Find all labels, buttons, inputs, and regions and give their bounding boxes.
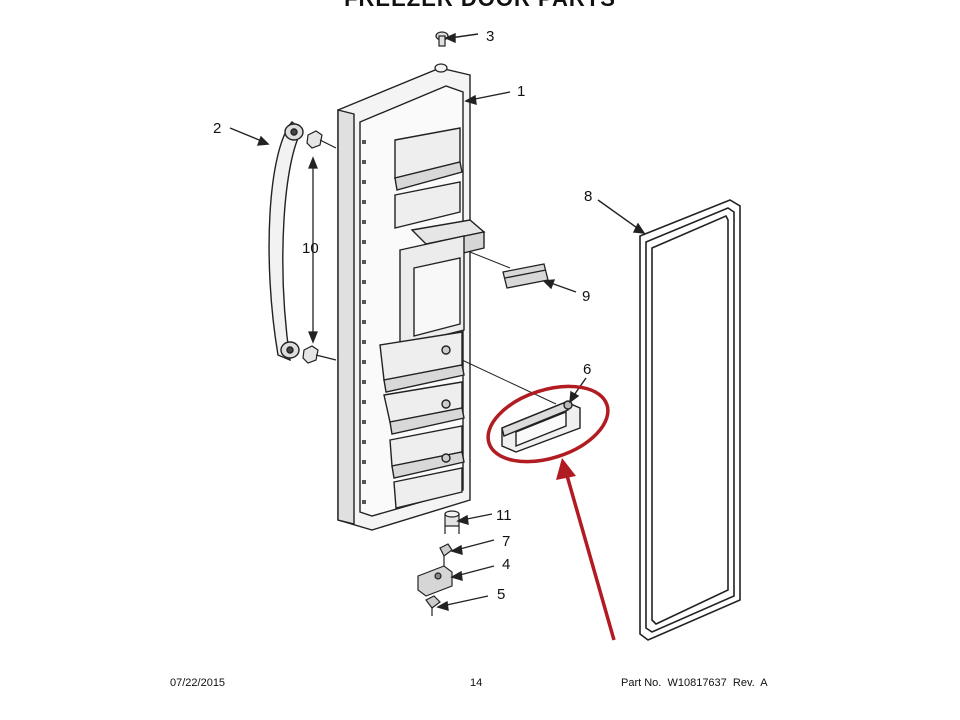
footer-part-number: Part No. W10817637 Rev. A <box>621 677 768 689</box>
door-handle <box>268 121 304 362</box>
highlight-arrowhead <box>556 458 576 480</box>
callout-7: 7 <box>502 533 510 550</box>
shelf-trim <box>469 251 549 289</box>
door-bin <box>461 359 581 453</box>
highlight-marker <box>486 384 616 641</box>
callout-8: 8 <box>584 188 592 205</box>
callout-9: 9 <box>582 288 590 305</box>
callout-6: 6 <box>583 361 591 378</box>
freezer-door <box>337 67 486 531</box>
highlight-arrow-shaft <box>564 471 616 641</box>
callout-4: 4 <box>502 556 510 573</box>
leader-lines <box>229 32 646 611</box>
handle-studs <box>302 130 337 364</box>
callout-3: 3 <box>486 28 494 45</box>
callout-1: 1 <box>517 83 525 100</box>
callout-11: 11 <box>496 507 512 524</box>
page-title: FREEZER DOOR PARTS <box>0 0 960 12</box>
lower-hinge-parts <box>417 510 460 616</box>
callout-2: 2 <box>213 120 221 137</box>
highlight-circle <box>486 384 610 464</box>
door-gasket <box>639 199 741 641</box>
footer-page-number: 14 <box>470 677 483 689</box>
dimension-arrow <box>308 156 318 344</box>
footer-date: 07/22/2015 <box>170 677 226 689</box>
callout-5: 5 <box>497 586 505 603</box>
callout-10: 10 <box>302 240 319 257</box>
